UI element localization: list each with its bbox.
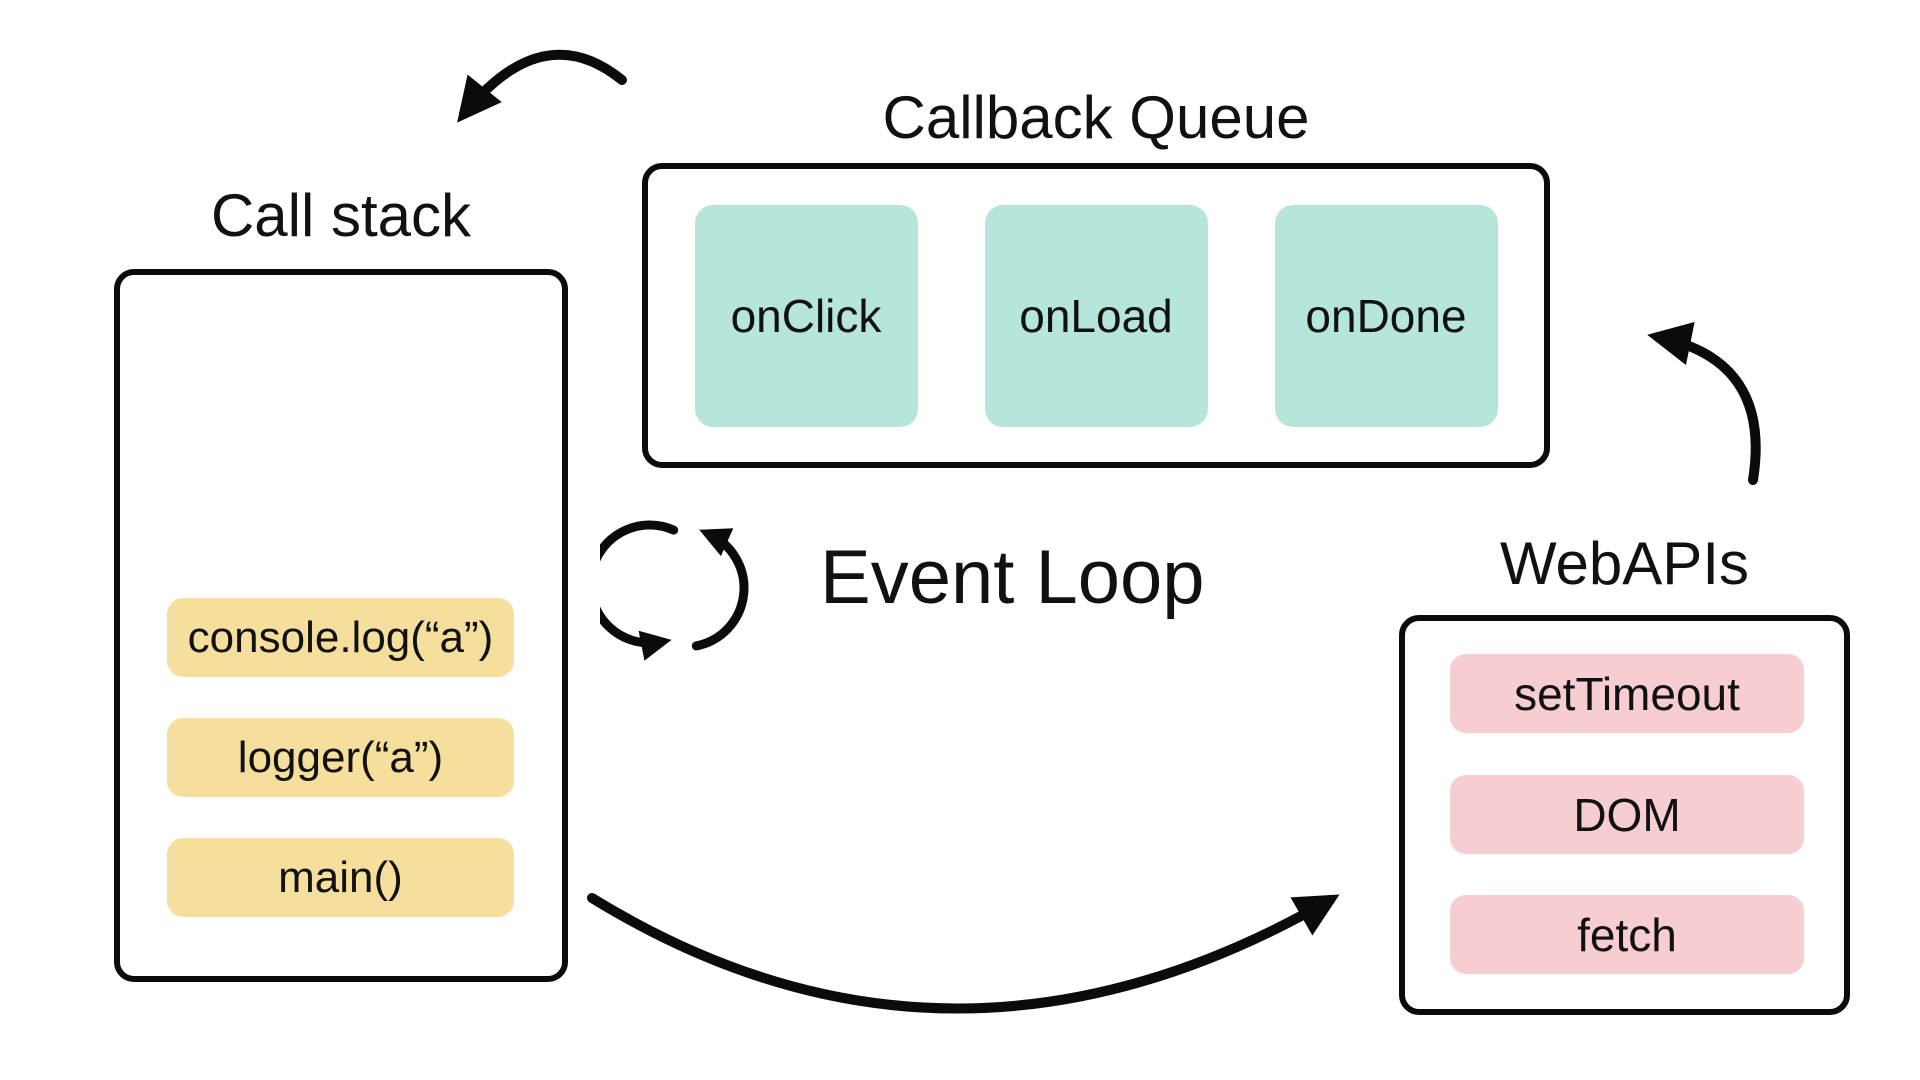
web-apis-title: WebAPIs [1500,530,1749,597]
stack-frame-main: main() [167,838,514,917]
callback-queue-title: Callback Queue [882,84,1310,151]
queue-item-onclick: onClick [694,204,918,427]
counterclockwise-loop-icon [600,520,749,661]
api-item-fetch: fetch [1450,895,1804,974]
callback-queue-box: onClick onLoad onDone [642,163,1550,468]
call-stack-title: Call stack [210,182,472,249]
stack-frame-console-log: console.log(“a”) [167,598,514,677]
queue-item-ondone: onDone [1274,204,1498,427]
call-stack-box: console.log(“a”) logger(“a”) main() [114,269,568,982]
stack-frame-logger: logger(“a”) [167,718,514,797]
queue-item-onload: onLoad [984,204,1208,427]
event-loop-label: Event Loop [820,535,1205,620]
arrow-web-apis-to-callback-queue-icon [1647,321,1761,485]
api-item-settimeout: setTimeout [1450,654,1804,733]
arrow-call-stack-to-web-apis-icon [587,893,1340,1014]
api-item-dom: DOM [1450,775,1804,854]
web-apis-box: setTimeout DOM fetch [1399,615,1850,1015]
arrow-callback-queue-to-call-stack-icon [457,49,627,123]
